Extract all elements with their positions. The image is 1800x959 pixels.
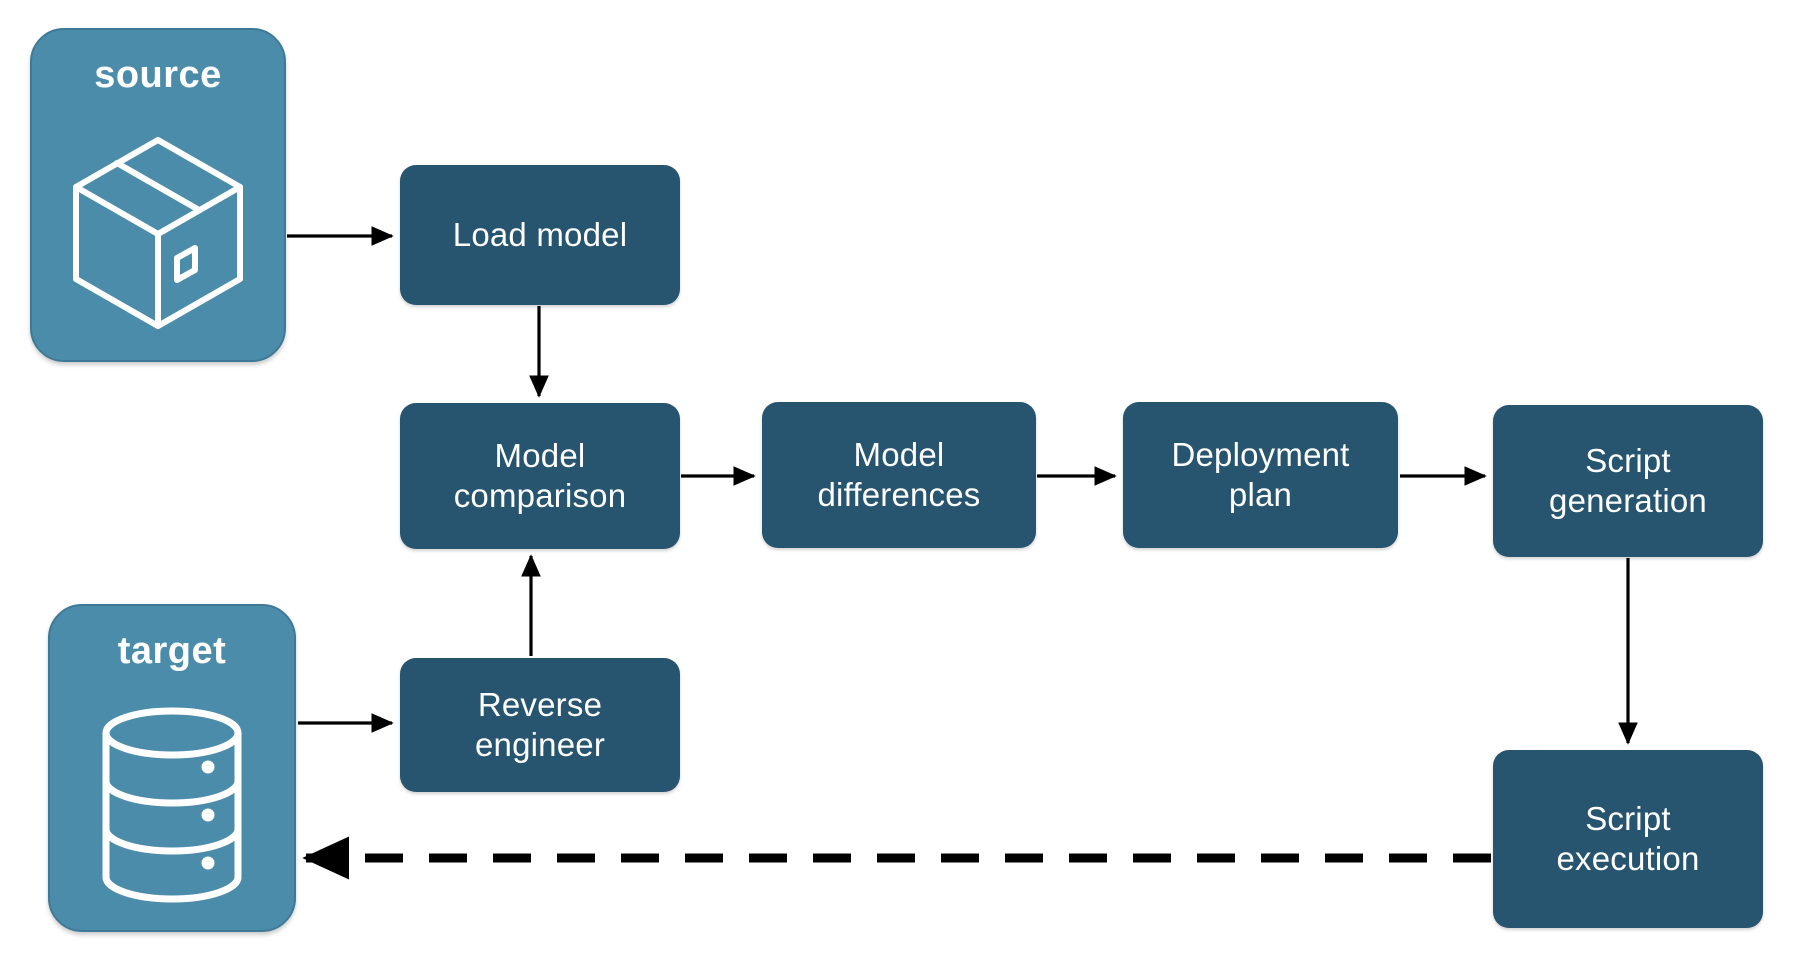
reverse-engineer-label: Reverse engineer bbox=[474, 685, 606, 763]
node-deployment-plan[interactable]: Deployment plan bbox=[1123, 402, 1398, 548]
source-label: source bbox=[94, 54, 222, 96]
script-generation-label: Script generation bbox=[1549, 441, 1707, 519]
target-label: target bbox=[117, 630, 227, 672]
node-load-model[interactable]: Load model bbox=[400, 165, 680, 305]
database-cylinder-icon bbox=[50, 679, 294, 930]
script-execution-label: Script execution bbox=[1556, 799, 1700, 877]
deployment-plan-label: Deployment plan bbox=[1171, 435, 1350, 513]
node-reverse-engineer[interactable]: Reverse engineer bbox=[400, 658, 680, 792]
load-model-label: Load model bbox=[452, 215, 628, 253]
node-target[interactable]: target bbox=[48, 604, 296, 932]
model-comparison-label: Model comparison bbox=[453, 436, 627, 514]
node-script-execution[interactable]: Script execution bbox=[1493, 750, 1763, 928]
node-script-generation[interactable]: Script generation bbox=[1493, 405, 1763, 557]
node-model-differences[interactable]: Model differences bbox=[762, 402, 1036, 548]
package-box-icon bbox=[32, 103, 284, 360]
node-source[interactable]: source bbox=[30, 28, 286, 362]
node-model-comparison[interactable]: Model comparison bbox=[400, 403, 680, 549]
model-differences-label: Model differences bbox=[817, 435, 981, 513]
